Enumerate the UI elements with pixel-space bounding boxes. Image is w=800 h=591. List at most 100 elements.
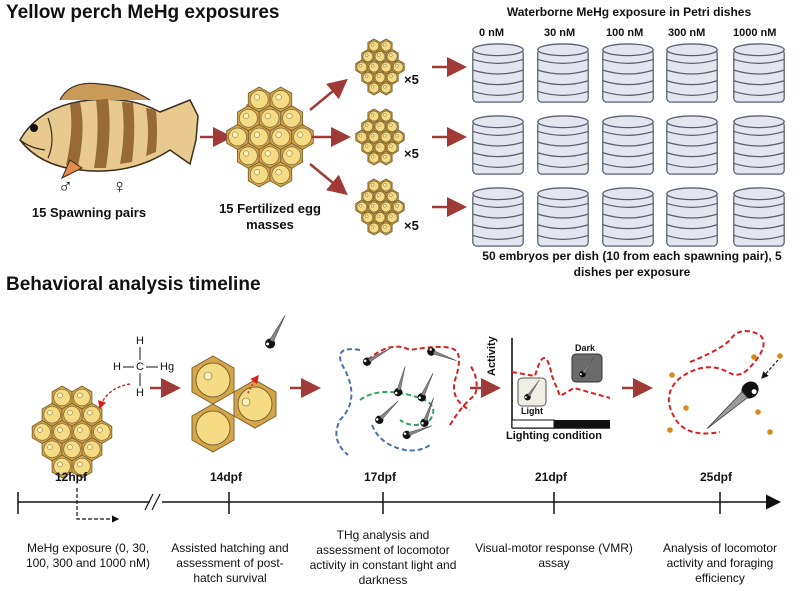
egg-cell	[71, 454, 93, 479]
egg-cell	[71, 419, 93, 445]
molecule-h-left: H	[113, 361, 121, 373]
petri-dish	[733, 187, 785, 247]
egg-cell	[367, 199, 381, 215]
egg-cell	[367, 129, 381, 145]
egg-cell	[91, 419, 113, 445]
egg-cell	[367, 220, 381, 236]
egg-cell	[379, 80, 393, 96]
hatched-larva	[263, 312, 290, 351]
step-desc-21dpf: Visual-motor response (VMR) assay	[475, 541, 633, 570]
timepoint-12hpf: 12hpf	[55, 470, 88, 484]
small-egg-mass	[355, 108, 405, 166]
petri-dish	[472, 187, 524, 247]
molecule-h-bottom: H	[136, 387, 144, 399]
section-title-timeline: Behavioral analysis timeline	[6, 274, 261, 295]
petri-dish	[602, 187, 654, 247]
conc-label-2: 100 nM	[606, 27, 644, 39]
multiplier-top: ×5	[404, 72, 419, 87]
petri-dish	[537, 43, 589, 103]
vmr-ylabel: Activity	[486, 336, 498, 376]
egg-cell	[258, 105, 282, 132]
petri-dish	[602, 43, 654, 103]
multiplier-middle: ×5	[404, 146, 419, 161]
petri-dish	[666, 43, 718, 103]
yellow-perch-fish	[19, 82, 199, 180]
egg-cell	[355, 59, 369, 75]
petri-dish	[666, 187, 718, 247]
petri-dish	[733, 43, 785, 103]
petri-title: Waterborne MeHg exposure in Petri dishes	[506, 5, 752, 19]
egg-cell	[280, 105, 303, 132]
step-desc-25dpf: Analysis of locomotor activity and forag…	[662, 541, 778, 585]
mehg-egg-mass	[31, 385, 113, 479]
locomotor-trails	[335, 345, 478, 456]
egg-cell	[367, 80, 381, 96]
egg-cell	[373, 209, 387, 226]
egg-cell	[71, 385, 93, 410]
egg-cell	[269, 86, 293, 113]
egg-cell	[385, 209, 399, 226]
molecule-h-top: H	[136, 335, 144, 347]
vmr-xlabel: Lighting condition	[506, 430, 602, 442]
egg-cell	[361, 139, 375, 156]
petri-dish	[537, 187, 589, 247]
male-symbol: ♂	[58, 176, 73, 198]
egg-cell	[355, 199, 369, 215]
timepoint-17dpf: 17dpf	[364, 470, 397, 484]
egg-cell	[269, 123, 293, 151]
egg-mass-cells	[226, 86, 314, 188]
molecule-hg: Hg	[160, 361, 175, 373]
egg-cell	[367, 150, 381, 166]
conc-label-4: 1000 nM	[733, 27, 777, 39]
conc-label-1: 30 nM	[544, 27, 576, 39]
multiplier-bottom: ×5	[404, 218, 419, 233]
egg-cell	[247, 86, 271, 113]
egg-cell	[379, 150, 393, 166]
egg-cell	[269, 161, 293, 188]
egg-masses-label: 15 Fertilized egg masses	[219, 201, 321, 232]
petri-dish	[472, 43, 524, 103]
egg-cell	[51, 454, 73, 479]
small-egg-mass	[355, 38, 405, 96]
petri-dish-grid	[472, 43, 785, 247]
timepoint-14dpf: 14dpf	[210, 470, 243, 484]
timepoint-21dpf: 21dpf	[535, 470, 568, 484]
petri-dish	[666, 115, 718, 175]
petri-dish	[537, 115, 589, 175]
egg-cell	[280, 142, 303, 169]
egg-cell	[81, 402, 103, 427]
egg-cell	[81, 437, 103, 462]
female-symbol: ♀	[112, 176, 127, 198]
vmr-dark-label: Dark	[575, 343, 596, 353]
spawning-pairs-label: 15 Spawning pairs	[31, 205, 147, 220]
step-desc-17dpf: THg analysis and assessment of locomotor…	[309, 528, 457, 587]
section-title-exposures: Yellow perch MeHg exposures	[6, 2, 280, 23]
egg-cell	[385, 118, 399, 135]
conc-label-0: 0 nM	[479, 27, 505, 39]
egg-cell	[237, 105, 260, 132]
vmr-chart	[511, 338, 611, 429]
timeline-axis	[17, 488, 781, 523]
egg-cell	[61, 402, 83, 427]
step-desc-14dpf: Assisted hatching and assessment of post…	[171, 541, 289, 585]
egg-cell	[291, 123, 314, 151]
egg-cell	[379, 108, 393, 124]
petri-dish	[733, 115, 785, 175]
egg-cell	[361, 69, 375, 86]
egg-cell	[361, 48, 375, 65]
egg-cell	[379, 220, 393, 236]
egg-cell	[385, 69, 399, 86]
petri-dish	[602, 115, 654, 175]
egg-cell	[247, 123, 271, 151]
egg-cell	[373, 188, 387, 205]
egg-cell	[391, 59, 405, 75]
egg-cell	[379, 129, 393, 145]
egg-cell	[258, 142, 282, 169]
step-desc-12hpf: MeHg exposure (0, 30, 100, 300 and 1000 …	[25, 541, 151, 570]
egg-cell	[61, 437, 83, 462]
timepoint-25dpf: 25dpf	[700, 470, 733, 484]
molecule-c: C	[136, 361, 144, 373]
mehg-molecule	[123, 347, 158, 386]
egg-cell	[385, 48, 399, 65]
